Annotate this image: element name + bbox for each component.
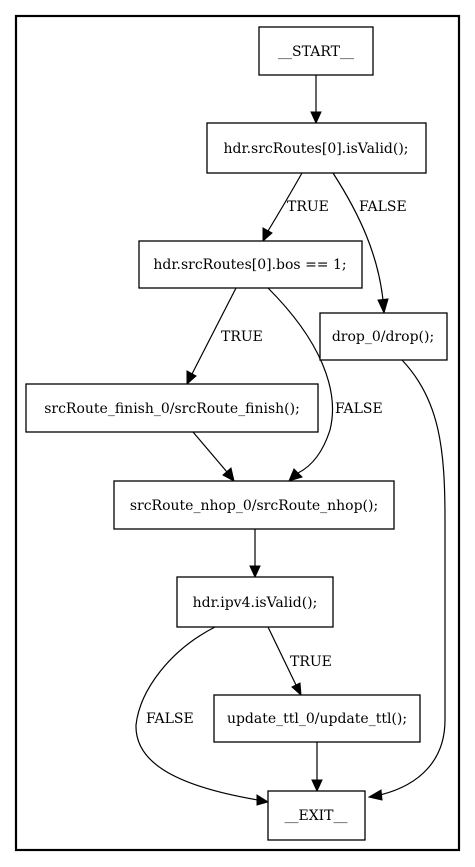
node-srcroutes-valid-label: hdr.srcRoutes[0].isValid(); (223, 141, 408, 157)
edge-label-ipv4-true: TRUE (290, 654, 332, 670)
node-update-ttl: update_ttl_0/update_ttl(); (213, 694, 421, 743)
edge-label-valid-false: FALSE (359, 199, 407, 215)
node-drop: drop_0/drop(); (319, 312, 448, 361)
graph-frame (14, 14, 461, 852)
node-update-ttl-label: update_ttl_0/update_ttl(); (227, 711, 407, 727)
edge-finish-to-nhop (192, 431, 235, 482)
edge-ipv4-valid-false (135, 626, 270, 806)
node-srcroute-nhop-label: srcRoute_nhop_0/srcRoute_nhop(); (130, 498, 378, 514)
node-srcroute-finish: srcRoute_finish_0/srcRoute_finish(); (25, 383, 319, 433)
node-srcroute-finish-label: srcRoute_finish_0/srcRoute_finish(); (44, 401, 300, 417)
node-drop-label: drop_0/drop(); (332, 329, 434, 345)
node-exit-label: __EXIT__ (284, 808, 347, 824)
node-start-label: __START__ (278, 44, 354, 60)
edge-nhop-to-ipv4-valid (249, 529, 261, 579)
edge-label-valid-true: TRUE (287, 199, 329, 215)
node-srcroute-nhop: srcRoute_nhop_0/srcRoute_nhop(); (113, 480, 395, 530)
edge-srcroutes-bos-true (186, 287, 237, 386)
edge-drop-to-exit (367, 359, 446, 801)
node-srcroutes-bos-label: hdr.srcRoutes[0].bos == 1; (153, 257, 346, 273)
edge-ipv4-valid-true (267, 626, 302, 697)
node-start: __START__ (258, 26, 374, 76)
node-exit: __EXIT__ (267, 790, 366, 841)
edge-srcroutes-bos-false (267, 287, 334, 482)
edge-label-ipv4-false: FALSE (146, 711, 194, 727)
node-srcroutes-valid: hdr.srcRoutes[0].isValid(); (206, 122, 427, 174)
edge-label-bos-true: TRUE (221, 329, 263, 345)
edge-update-ttl-to-exit (311, 742, 323, 793)
node-ipv4-valid: hdr.ipv4.isValid(); (176, 576, 334, 628)
edge-label-bos-false: FALSE (335, 401, 383, 417)
edge-srcroutes-valid-true (262, 172, 303, 243)
node-srcroutes-bos: hdr.srcRoutes[0].bos == 1; (138, 240, 363, 289)
edge-srcroutes-valid-false (332, 172, 389, 315)
node-ipv4-valid-label: hdr.ipv4.isValid(); (193, 595, 318, 611)
edge-start-to-srcroutes-valid (310, 75, 322, 125)
